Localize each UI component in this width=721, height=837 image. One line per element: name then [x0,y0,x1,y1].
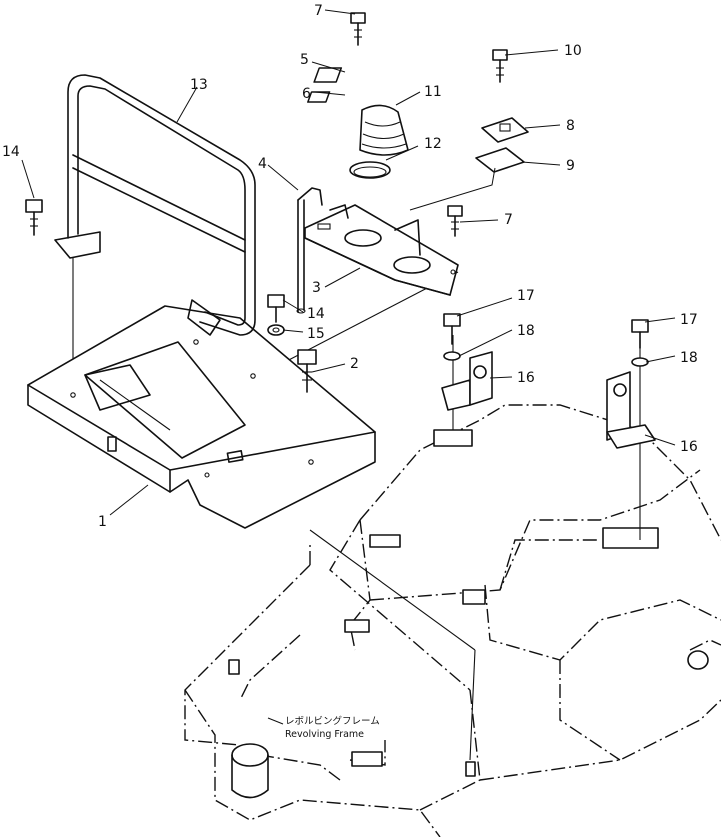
handrail-part-13 [54,74,256,336]
callout-labels: 1 2 3 4 5 6 7 7 8 9 10 11 12 13 14 14 15… [2,3,698,530]
callout-2: 2 [350,356,359,372]
callout-18-right: 18 [680,350,698,366]
bracket-part-16-left [441,351,493,411]
washer-part-15 [267,324,285,336]
callout-3: 3 [312,280,321,296]
revolving-frame-label-english: Revolving Frame [285,729,364,740]
callout-18-left: 18 [517,323,535,339]
bolt-part-17-left [443,313,461,345]
revolving-frame-label-japanese: レボルビングフレーム [285,715,380,727]
callout-14-right: 14 [307,306,325,322]
callout-4: 4 [258,156,267,172]
leader-lines [21,9,676,725]
callout-10: 10 [564,43,582,59]
clamp-ring-part-12 [349,161,391,179]
callout-17-left: 17 [517,288,535,304]
revolving-frame-note: レボルビングフレーム Revolving Frame [285,715,380,740]
callout-7-right: 7 [504,212,513,228]
callout-5: 5 [300,52,309,68]
bolt-part-17-right [631,319,649,349]
callout-17-right: 17 [680,312,698,328]
callout-14-left: 14 [2,144,20,160]
bolt-part-7-right [447,205,463,237]
callout-15: 15 [307,326,325,342]
callout-7-top: 7 [314,3,323,19]
callout-16-right: 16 [680,439,698,455]
floor-plate-part-1 [27,305,376,529]
bolt-part-10 [492,49,508,83]
callout-11: 11 [424,84,442,100]
frame-mounting-bosses [228,429,709,799]
callout-6: 6 [302,86,311,102]
console-bracket-part-3 [304,204,459,296]
rod-part-4 [296,187,323,314]
bolt-part-14-left [25,199,43,236]
callout-9: 9 [566,158,575,174]
bolt-part-2 [297,349,317,393]
plate-part-8 [481,117,529,143]
callout-8: 8 [566,118,575,134]
bolt-part-14-right [267,294,285,323]
callout-12: 12 [424,136,442,152]
rubber-boot-part-11 [359,104,409,156]
plate-part-9 [475,147,525,173]
callout-1: 1 [98,514,107,530]
bolt-part-7-top [350,12,366,46]
washer-part-18-right [631,357,649,367]
callout-13: 13 [190,77,208,93]
washer-part-18-left [443,351,461,361]
bracket-part-16-right [606,371,656,449]
washer-part-6 [307,91,331,103]
callout-16-left: 16 [517,370,535,386]
